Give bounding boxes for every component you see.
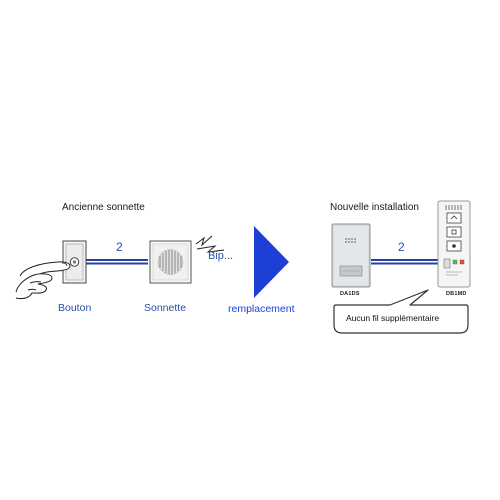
replacement-arrow-icon (254, 226, 289, 298)
old-system-title: Ancienne sonnette (62, 202, 145, 213)
new-wire (371, 259, 438, 265)
push-button-plate (62, 240, 87, 284)
indoor-unit-label: DB1MD (446, 291, 467, 297)
new-system-title: Nouvelle installation (330, 202, 419, 213)
sound-bolt-icon (195, 235, 225, 253)
indoor-unit (437, 200, 471, 288)
new-wire-count: 2 (398, 240, 405, 254)
button-label: Bouton (58, 302, 92, 314)
outdoor-unit (331, 223, 371, 288)
old-wire-count: 2 (116, 240, 123, 254)
hand-icon (15, 261, 71, 300)
callout-text: Aucun fil supplémentaire (346, 313, 440, 323)
outdoor-unit-label: DA1DS (340, 291, 360, 297)
replacement-label: remplacement (228, 303, 295, 315)
chime-box (149, 240, 192, 284)
chime-label: Sonnette (144, 302, 187, 314)
callout-bubble (333, 289, 469, 334)
old-wire (86, 259, 148, 265)
chime-sound-text: Bip... (208, 250, 234, 262)
